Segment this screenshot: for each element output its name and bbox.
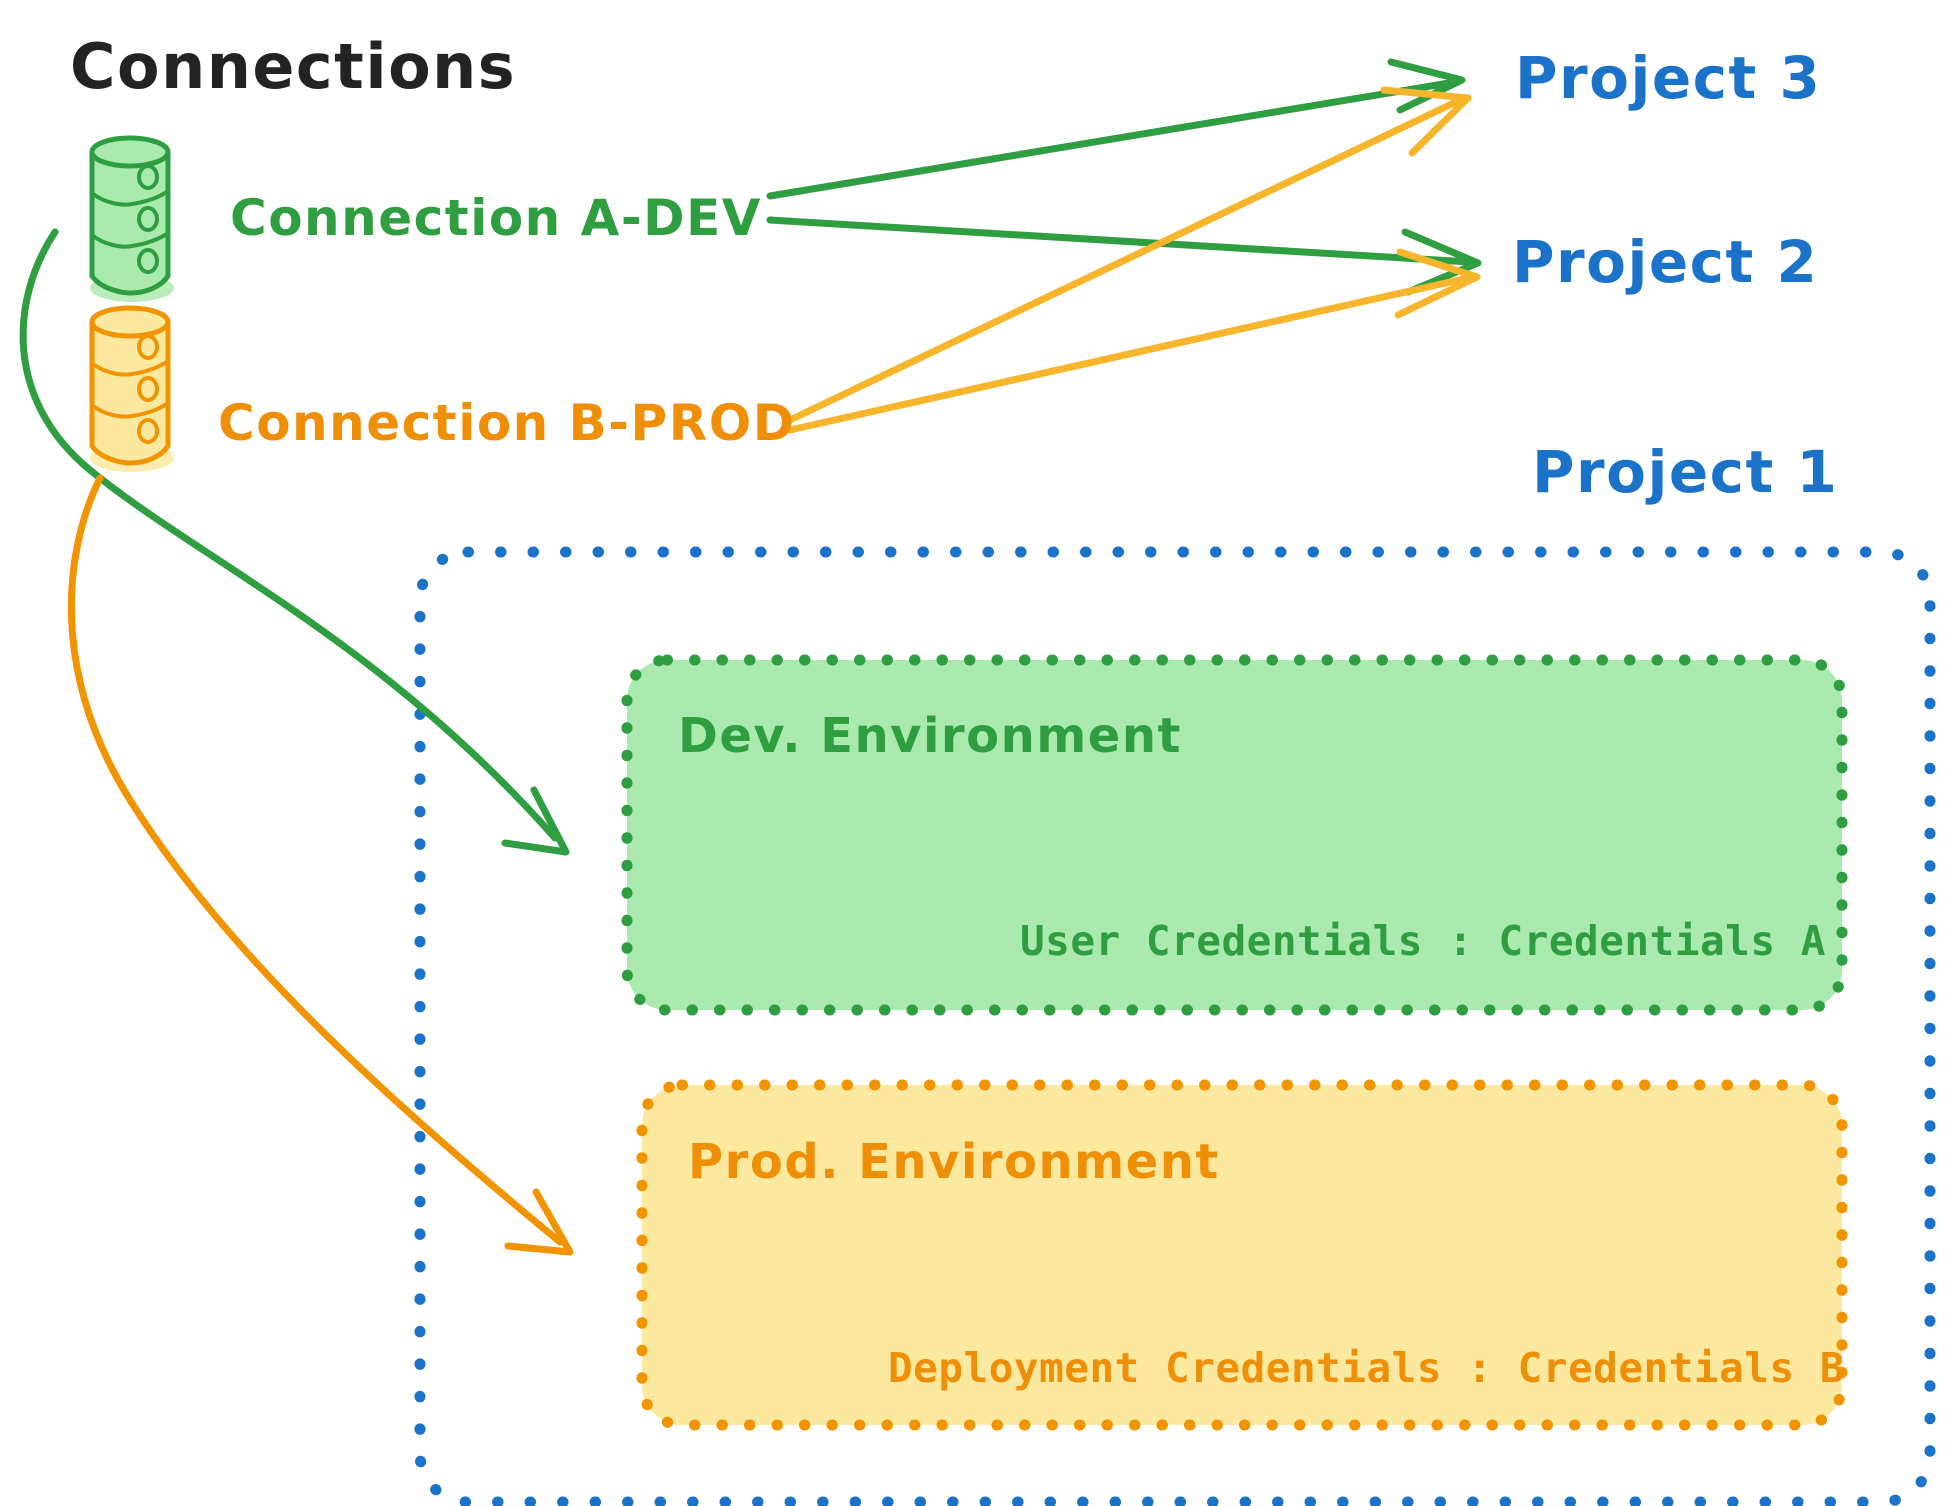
- db-bottom-orange: [89, 443, 171, 466]
- dev-environment-credentials: User Credentials : Credentials A: [1020, 917, 1826, 965]
- dev-environment-title: Dev. Environment: [678, 708, 1182, 764]
- edge-b-prod-to-project-3: [786, 86, 1472, 424]
- db-divider-1-green: [90, 189, 170, 207]
- project-1-container[interactable]: [414, 546, 1936, 1506]
- prod-environment-title: Prod. Environment: [688, 1134, 1220, 1190]
- edge-a-dev-to-dev-environment: [19, 228, 570, 856]
- arrowhead-green-dev: [501, 786, 570, 856]
- edge-b-prod-to-project-2: [786, 248, 1481, 434]
- database-icon-b-prod[interactable]: [89, 305, 174, 472]
- connection-a-dev-label[interactable]: Connection A-DEV: [230, 189, 762, 247]
- database-icon-a-dev[interactable]: [89, 135, 174, 302]
- db-divider-2-green: [90, 231, 170, 249]
- arrowhead-orange-p3: [1380, 86, 1472, 157]
- arrowhead-orange-prod: [504, 1188, 574, 1256]
- page-title: Connections: [70, 30, 516, 103]
- arrowhead-green-p2: [1401, 228, 1482, 296]
- connection-b-prod-label[interactable]: Connection B-PROD: [218, 394, 796, 452]
- db-divider-2-orange: [90, 401, 170, 419]
- db-led-1-green: [137, 164, 159, 190]
- edge-a-dev-to-project-3: [766, 58, 1466, 200]
- project-3-label[interactable]: Project 3: [1515, 44, 1821, 112]
- db-led-1-orange: [137, 334, 159, 360]
- dev-environment-fill: [627, 660, 1842, 1010]
- project-2-label[interactable]: Project 2: [1512, 228, 1818, 296]
- prod-environment-dotted-border: [636, 1079, 1848, 1431]
- prod-environment-fill: [642, 1085, 1842, 1425]
- dev-environment-dotted-border: [621, 654, 1848, 1016]
- db-led-2-green: [137, 206, 159, 232]
- edge-b-prod-to-prod-environment: [67, 474, 574, 1256]
- db-shadow-green: [90, 274, 174, 302]
- db-shadow-orange: [90, 444, 174, 472]
- db-divider-1-orange: [90, 359, 170, 377]
- prod-environment-box[interactable]: [636, 1079, 1848, 1431]
- db-bottom-green: [89, 273, 171, 296]
- db-led-3-orange: [137, 418, 159, 444]
- db-top-ellipse-orange: [89, 305, 171, 339]
- arrowhead-orange-p2: [1394, 248, 1481, 319]
- project-1-label[interactable]: Project 1: [1532, 438, 1838, 506]
- db-top-ellipse-green: [89, 135, 171, 169]
- edge-a-dev-to-project-2: [766, 216, 1482, 296]
- dev-environment-box[interactable]: [621, 654, 1848, 1016]
- prod-environment-credentials: Deployment Credentials : Credentials B: [888, 1344, 1845, 1392]
- db-led-2-orange: [137, 376, 159, 402]
- db-led-3-green: [137, 248, 159, 274]
- project-1-dotted-border: [414, 546, 1936, 1506]
- arrowhead-green-p3: [1387, 58, 1466, 114]
